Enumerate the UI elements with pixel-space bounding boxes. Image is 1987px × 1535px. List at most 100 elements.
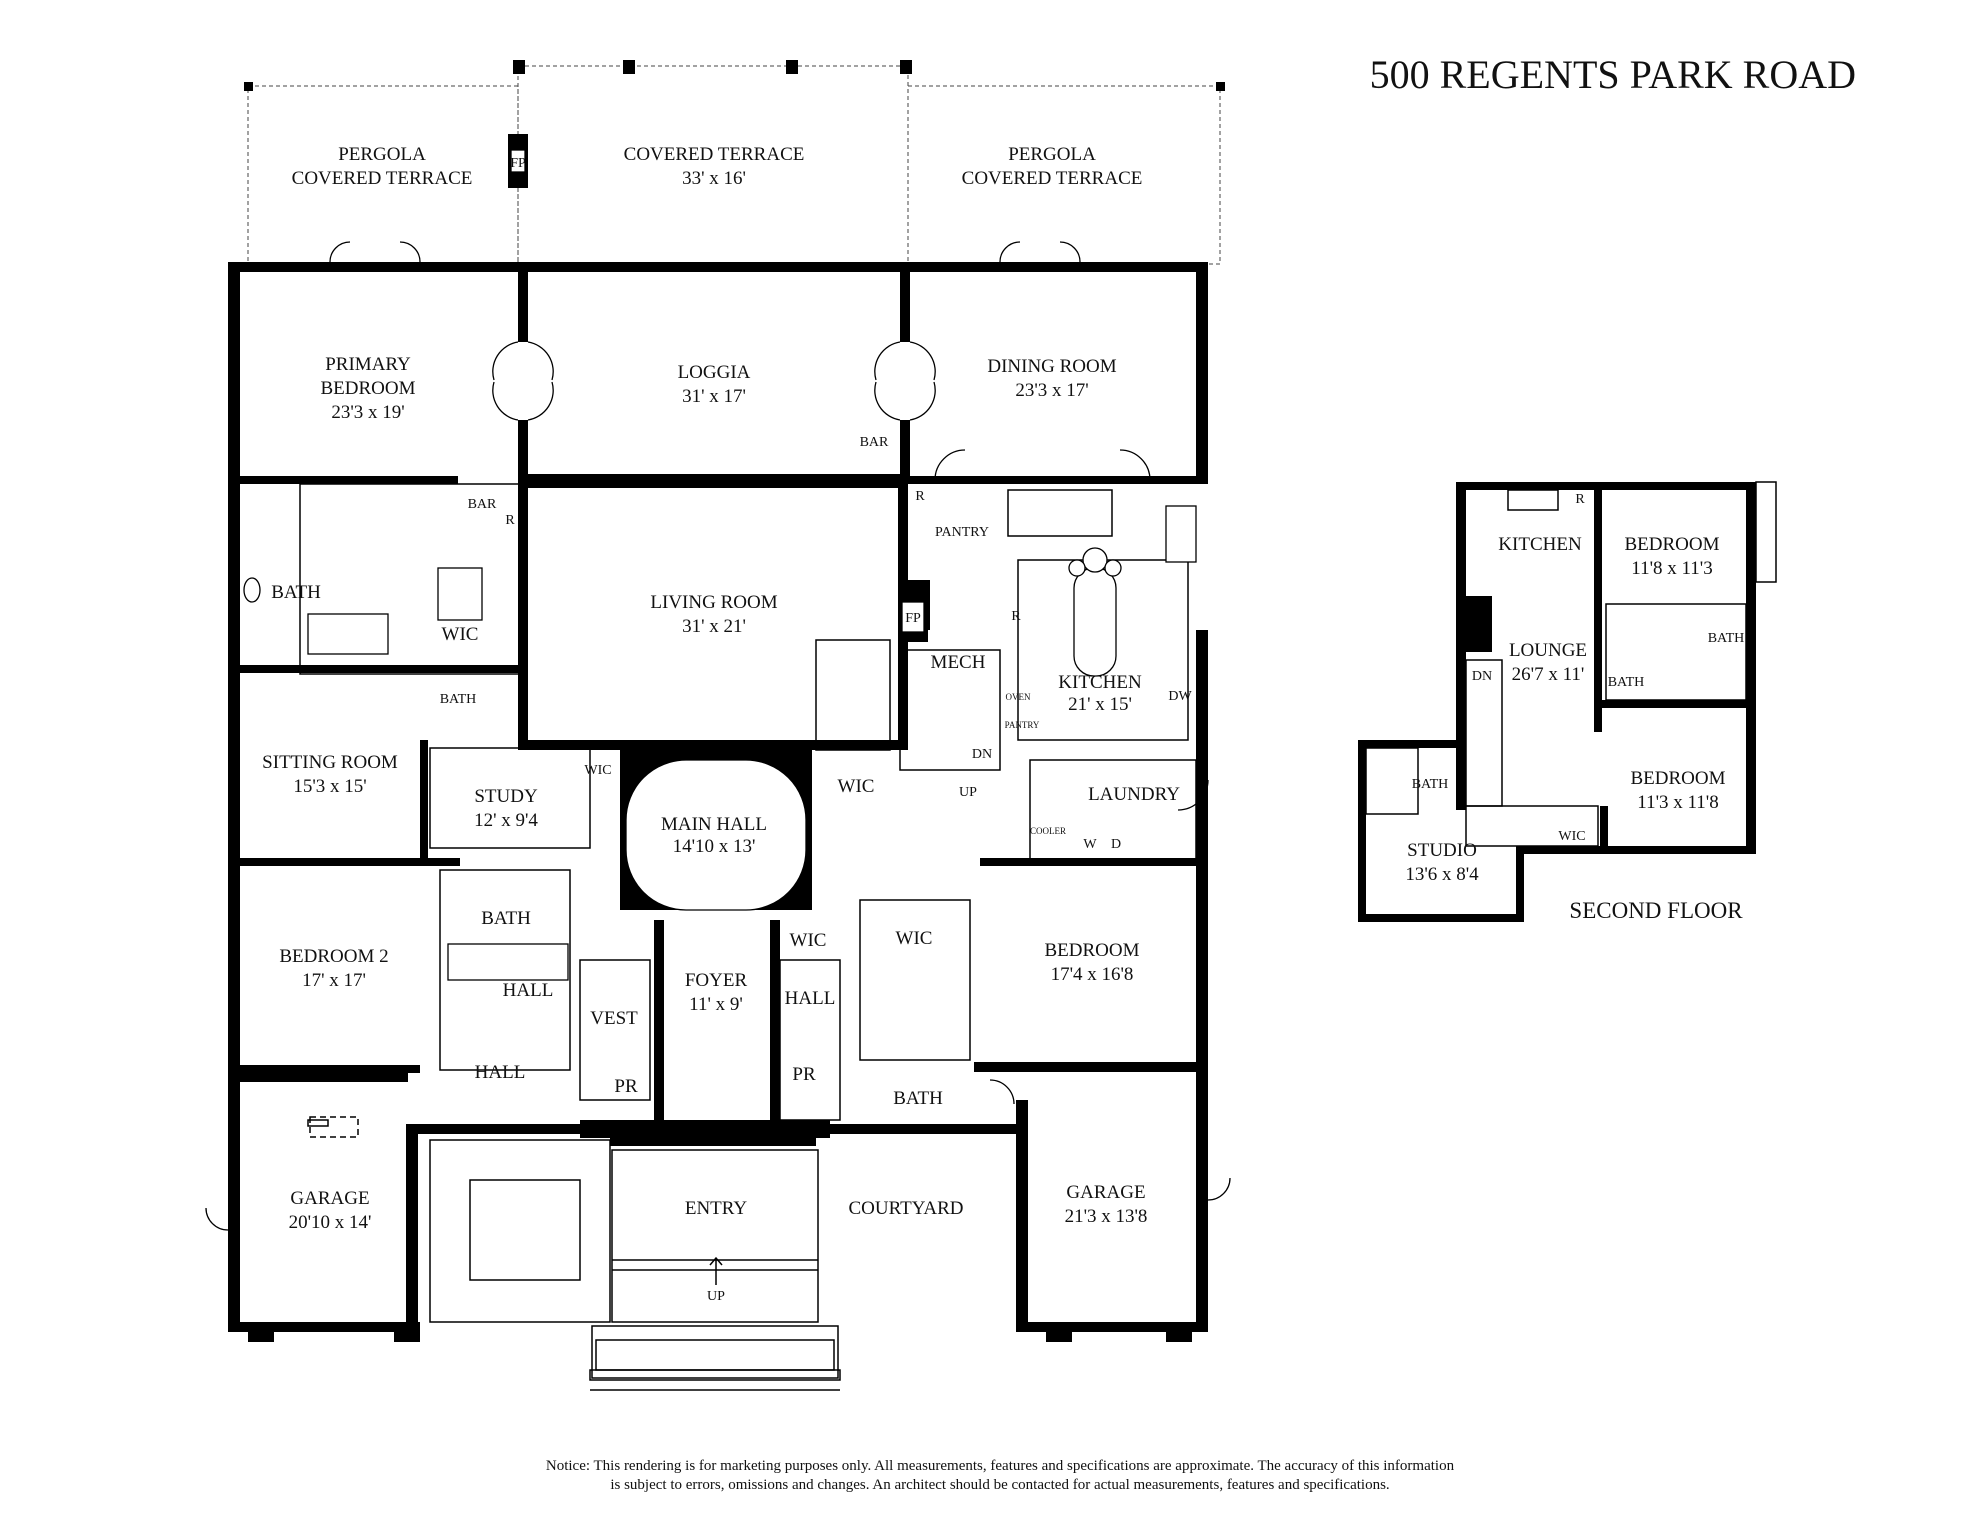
label-vest: VEST xyxy=(590,1008,638,1029)
label-r-pantry: R xyxy=(915,489,925,504)
room-study-name: STUDY xyxy=(474,786,538,807)
label-pr-right: PR xyxy=(792,1064,816,1085)
label-wic-east: WIC xyxy=(896,928,933,949)
label-d: D xyxy=(1111,837,1121,852)
room-studio-name: STUDIO xyxy=(1407,840,1477,861)
room-primary-bedroom-name2: BEDROOM xyxy=(320,378,415,399)
room-sitting-room-name: SITTING ROOM xyxy=(262,752,398,773)
door-swings xyxy=(205,241,1231,1231)
room-garage-right-dims: 21'3 x 13'8 xyxy=(1065,1206,1148,1227)
label-dn: DN xyxy=(972,747,992,762)
room-bedroom-2b-name: BEDROOM xyxy=(1630,768,1725,789)
room-kitchen-name: KITCHEN xyxy=(1058,672,1142,693)
label-pr-left: PR xyxy=(614,1076,638,1097)
label-hall-foyer: HALL xyxy=(785,988,836,1009)
entry-steps xyxy=(590,1256,840,1391)
room-lounge-dims: 26'7 x 11' xyxy=(1512,664,1585,685)
room-lounge-name: LOUNGE xyxy=(1509,640,1587,661)
room-dining-room-dims: 23'3 x 17' xyxy=(1015,380,1088,401)
room-foyer-dims: 11' x 9' xyxy=(689,994,743,1015)
room-bedroom-2-dims: 17' x 17' xyxy=(302,970,366,991)
room-loggia-name: LOGGIA xyxy=(678,362,751,383)
label-up-entry: UP xyxy=(707,1289,725,1304)
room-main-hall-dims: 14'10 x 13' xyxy=(673,836,756,857)
label-courtyard: COURTYARD xyxy=(849,1198,964,1219)
label-hall-bed2: HALL xyxy=(503,980,554,1001)
label-bath-b: BATH xyxy=(1608,675,1645,690)
fixture-labels: FP FP BAR BAR R BATH WIC BATH WIC WIC ME… xyxy=(271,156,1192,1304)
notice-line-2: is subject to errors, omissions and chan… xyxy=(610,1477,1390,1493)
room-primary-bedroom-name: PRIMARY xyxy=(325,354,411,375)
label-bath-sitting: BATH xyxy=(440,692,477,707)
label-dn-second: DN xyxy=(1472,669,1492,684)
kitchen-fixtures xyxy=(243,505,1197,981)
room-dining-room-name: DINING ROOM xyxy=(987,356,1116,377)
label-fp-terrace: FP xyxy=(510,156,526,171)
label-entry: ENTRY xyxy=(685,1198,748,1219)
room-primary-bedroom-dims: 23'3 x 19' xyxy=(331,402,404,423)
room-bedroom-2-name: BEDROOM 2 xyxy=(279,946,388,967)
exterior-walls xyxy=(228,262,1208,1342)
disclaimer-notice: Notice: This rendering is for marketing … xyxy=(300,1457,1700,1495)
room-pergola-left-name: PERGOLA xyxy=(338,144,426,165)
room-kitchen-2-name: KITCHEN xyxy=(1498,534,1582,555)
room-garage-left-dims: 20'10 x 14' xyxy=(289,1212,372,1233)
label-bar-loggia: BAR xyxy=(860,435,889,450)
room-loggia-dims: 31' x 17' xyxy=(682,386,746,407)
room-pergola-left-name2: COVERED TERRACE xyxy=(292,168,473,189)
interior-walls xyxy=(240,272,1208,1146)
room-pergola-right-name: PERGOLA xyxy=(1008,144,1096,165)
room-garage-right-name: GARAGE xyxy=(1066,1182,1145,1203)
label-r-kitchen: R xyxy=(1011,609,1021,624)
label-hall-small: HALL xyxy=(475,1062,526,1083)
label-bar-primary: BAR xyxy=(468,497,497,512)
room-bedroom-east-name: BEDROOM xyxy=(1044,940,1139,961)
label-laundry: LAUNDRY xyxy=(1088,784,1180,805)
room-kitchen-dims: 21' x 15' xyxy=(1068,694,1132,715)
label-oven: OVEN xyxy=(1006,692,1031,702)
room-bedroom-2a-dims: 11'8 x 11'3 xyxy=(1631,558,1712,579)
property-title: 500 REGENTS PARK ROAD xyxy=(1370,52,1856,97)
label-bath-c: BATH xyxy=(1708,631,1745,646)
label-dw: DW xyxy=(1168,689,1192,704)
room-bedroom-east-dims: 17'4 x 16'8 xyxy=(1051,964,1134,985)
label-pantry: PANTRY xyxy=(935,525,989,540)
label-mech: MECH xyxy=(931,652,986,673)
label-cooler: COOLER xyxy=(1030,826,1066,836)
room-living-room-name: LIVING ROOM xyxy=(650,592,777,613)
room-covered-terrace-dims: 33' x 16' xyxy=(682,168,746,189)
room-foyer-name: FOYER xyxy=(685,970,748,991)
label-wic-hall: WIC xyxy=(838,776,875,797)
room-living-room-dims: 31' x 21' xyxy=(682,616,746,637)
label-r-primary: R xyxy=(505,513,515,528)
label-fp-living: FP xyxy=(905,611,921,626)
second-floor-label: SECOND FLOOR xyxy=(1569,898,1743,923)
main-floor: PERGOLA COVERED TERRACE COVERED TERRACE … xyxy=(205,60,1231,1391)
room-labels: PERGOLA COVERED TERRACE COVERED TERRACE … xyxy=(262,144,1147,1233)
room-studio-dims: 13'6 x 8'4 xyxy=(1405,864,1479,885)
label-bath-a: BATH xyxy=(1412,777,1449,792)
room-pergola-right-name2: COVERED TERRACE xyxy=(962,168,1143,189)
label-r-second: R xyxy=(1575,492,1585,507)
room-covered-terrace-name: COVERED TERRACE xyxy=(624,144,805,165)
label-wic-primary: WIC xyxy=(442,624,479,645)
label-w: W xyxy=(1083,837,1097,852)
label-bath-primary: BATH xyxy=(271,582,321,603)
label-wic-second: WIC xyxy=(1558,829,1585,844)
room-sitting-room-dims: 15'3 x 15' xyxy=(293,776,366,797)
label-wic-foyer: WIC xyxy=(790,930,827,951)
room-study-dims: 12' x 9'4 xyxy=(474,810,538,831)
label-bath-bed2: BATH xyxy=(481,908,531,929)
room-main-hall-name: MAIN HALL xyxy=(661,814,767,835)
room-bedroom-2a-name: BEDROOM xyxy=(1624,534,1719,555)
room-garage-left-name: GARAGE xyxy=(290,1188,369,1209)
label-up-stair: UP xyxy=(959,785,977,800)
notice-line-1: Notice: This rendering is for marketing … xyxy=(545,1458,1455,1474)
room-bedroom-2b-dims: 11'3 x 11'8 xyxy=(1637,792,1718,813)
label-wic-study: WIC xyxy=(584,763,611,778)
label-pantry-small: PANTRY xyxy=(1005,720,1040,730)
partitions xyxy=(299,483,1197,1381)
second-floor: KITCHEN BEDROOM 11'8 x 11'3 LOUNGE 26'7 … xyxy=(1358,481,1777,923)
label-bath-east: BATH xyxy=(893,1088,943,1109)
